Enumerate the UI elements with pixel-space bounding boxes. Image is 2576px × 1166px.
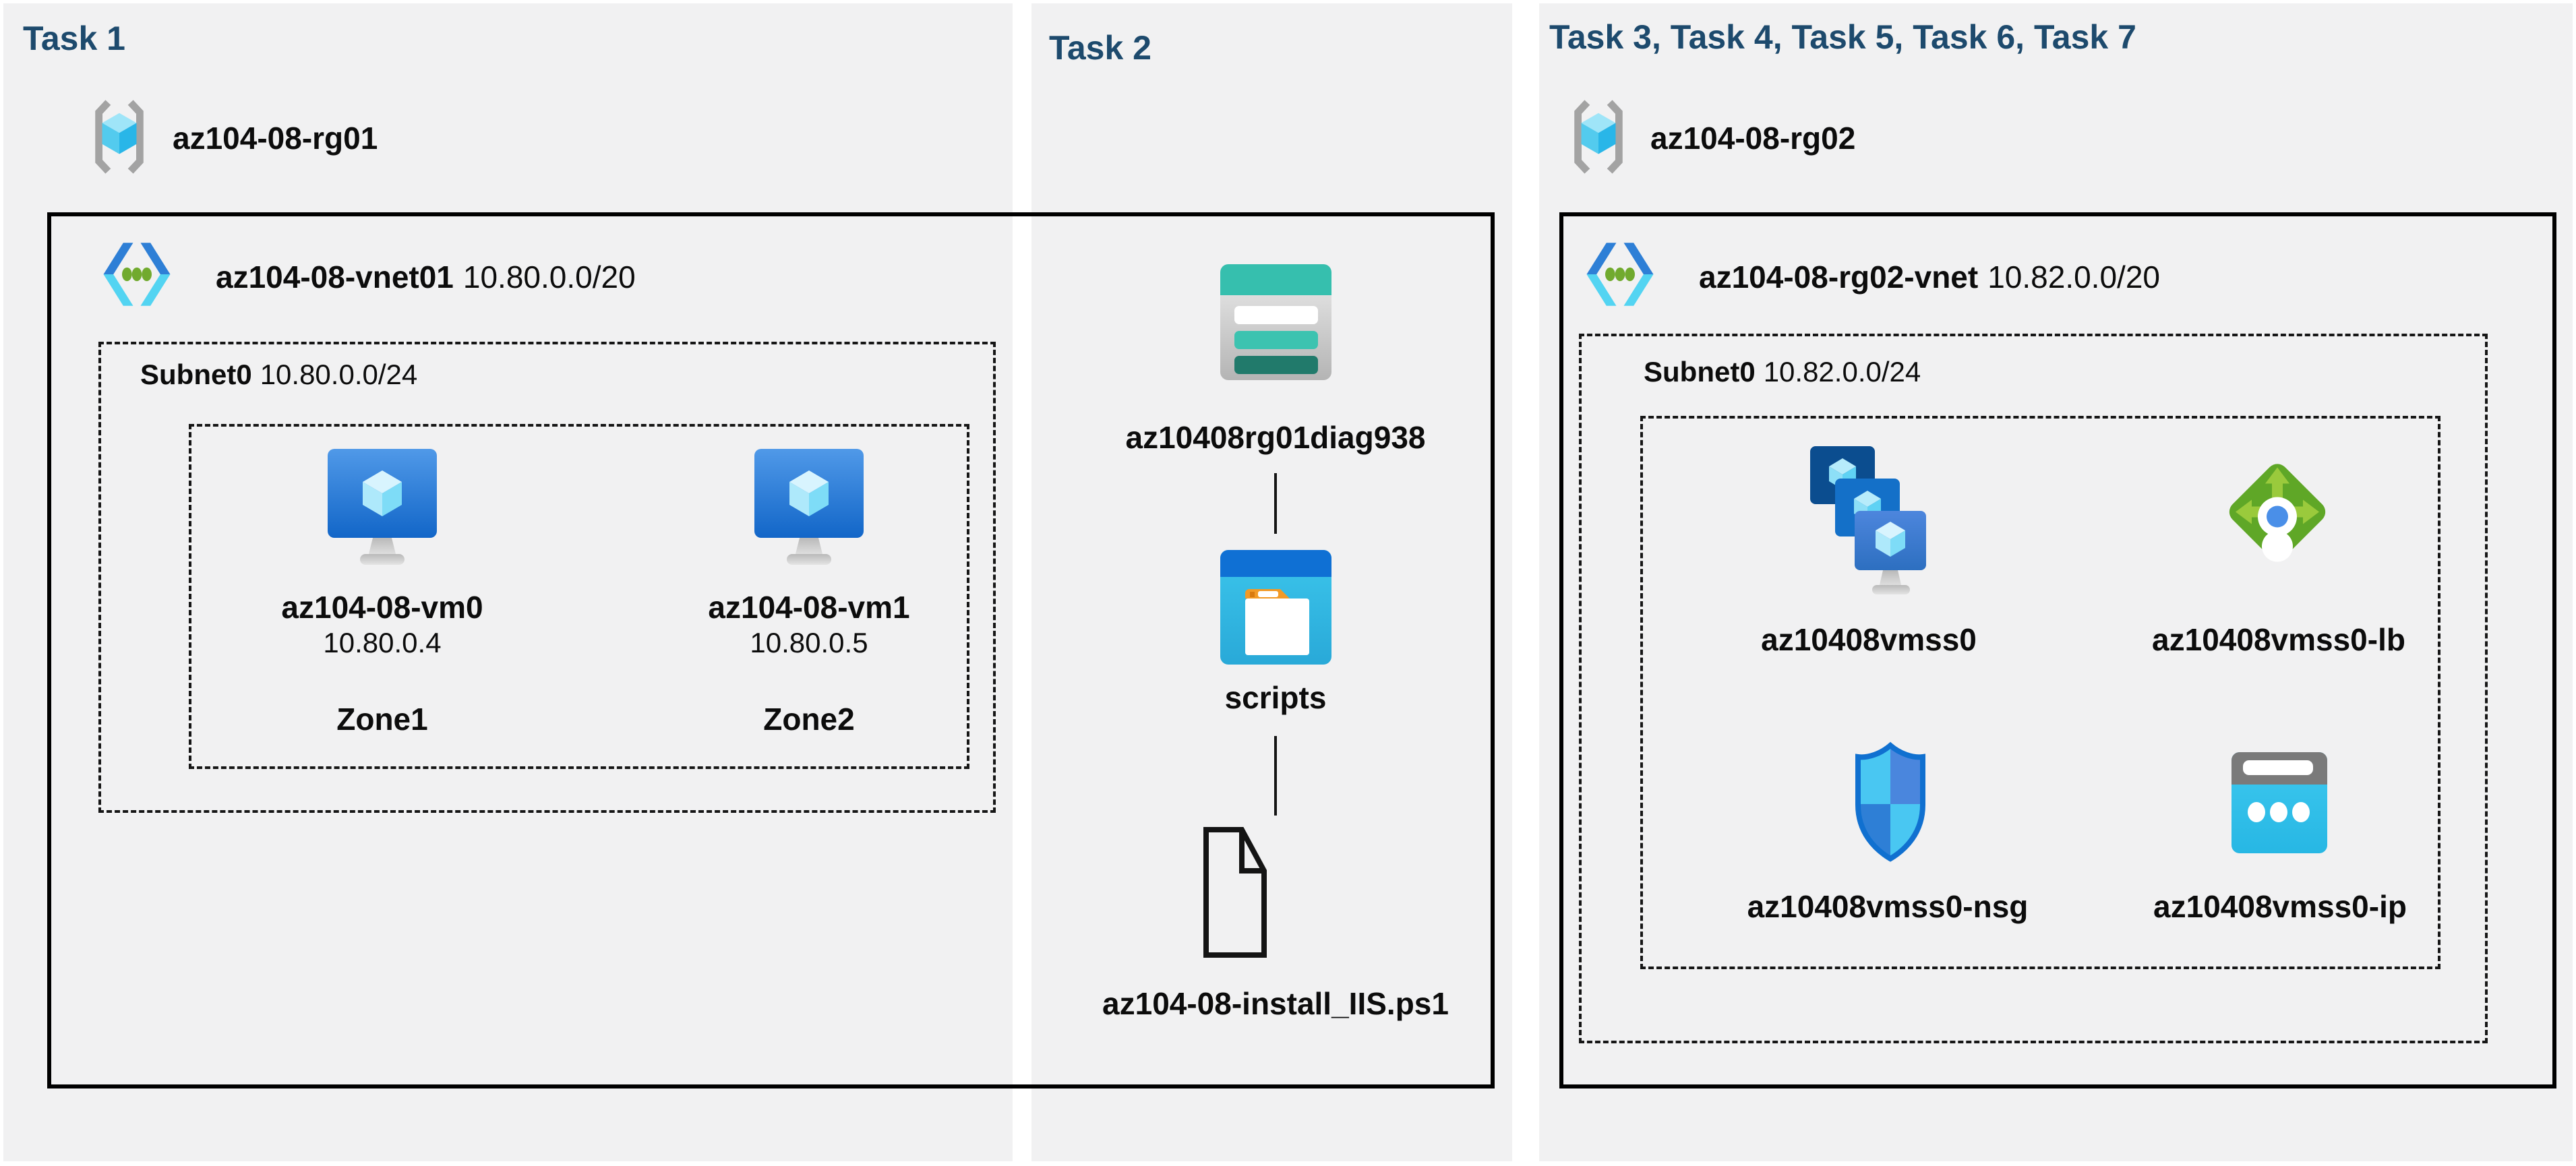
script-file-name: az104-08-install_IIS.ps1 (1102, 986, 1449, 1021)
vmss-name: az10408vmss0 (1761, 622, 1977, 657)
vnet-name: az104-08-rg02-vnet (1699, 259, 1979, 295)
virtual-network-icon (100, 236, 174, 313)
public-ip-name: az10408vmss0-ip (2153, 889, 2407, 924)
nsg-name: az10408vmss0-nsg (1747, 889, 2029, 924)
task3-title: Task 3, Task 4, Task 5, Task 6, Task 7 (1549, 18, 2136, 56)
public-ip-icon (2231, 752, 2327, 853)
blob-container-icon (1220, 550, 1331, 665)
vm-zone: Zone1 (336, 702, 428, 737)
vm-name: az104-08-vm1 (708, 590, 910, 625)
resource-group-name: az104-08-rg02 (1650, 121, 1856, 156)
vm-zone: Zone2 (763, 702, 855, 737)
virtual-network-icon (1583, 236, 1657, 313)
rg01-boundary-box (47, 212, 1495, 1088)
vnet-cidr: 10.82.0.0/20 (1987, 259, 2160, 295)
vm-scale-set-icon (1810, 446, 1926, 603)
vnet-cidr: 10.80.0.0/20 (462, 259, 636, 295)
script-file-icon (1203, 826, 1267, 958)
task1-panel (3, 3, 1013, 1161)
network-security-group-icon (1850, 740, 1931, 864)
virtual-machine-icon (752, 448, 866, 573)
container-name: scripts (1224, 680, 1327, 715)
subnet0-name: Subnet0 (1644, 356, 1756, 388)
vm-ip: 10.80.0.4 (323, 627, 442, 658)
subnet0-cidr: 10.80.0.0/24 (260, 359, 418, 390)
subnet0-name: Subnet0 (140, 359, 252, 390)
subnet0-cidr: 10.82.0.0/24 (1763, 356, 1921, 388)
task2-title: Task 2 (1049, 29, 1151, 67)
connector-storage-to-scripts (1274, 473, 1277, 534)
resource-group-icon (1565, 97, 1631, 177)
subnet0-label: Subnet0 10.80.0.0/24 (140, 359, 417, 391)
load-balancer-name: az10408vmss0-lb (2152, 622, 2405, 657)
load-balancer-icon (2217, 439, 2338, 591)
virtual-machine-icon (325, 448, 440, 573)
subnet0-box (1579, 334, 2488, 1043)
storage-account-icon (1220, 264, 1331, 380)
subnet0-box (98, 342, 996, 813)
rg02-boundary-box (1559, 212, 2556, 1088)
task1-title: Task 1 (23, 20, 125, 57)
vm-group-box (189, 424, 969, 769)
storage-account-name: az10408rg01diag938 (1125, 420, 1426, 455)
vm-name: az104-08-vm0 (281, 590, 483, 625)
resource-group-name: az104-08-rg01 (173, 121, 378, 156)
vm-ip: 10.80.0.5 (750, 627, 868, 658)
vnet-name: az104-08-vnet01 (216, 259, 454, 295)
resource-group-icon (86, 97, 152, 177)
connector-scripts-to-file (1274, 736, 1277, 816)
vmss-group-box (1640, 416, 2440, 969)
